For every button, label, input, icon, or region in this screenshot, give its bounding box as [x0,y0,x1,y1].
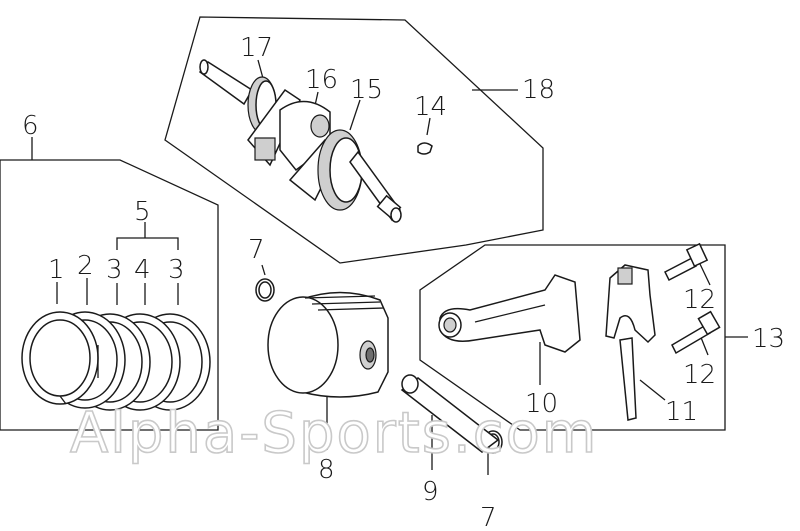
callout-10: 10 [525,389,558,419]
callout-12b: 12 [683,360,716,390]
callout-1: 1 [48,255,65,285]
connecting-rod-cap [605,264,656,421]
callout-8: 8 [318,455,335,485]
callout-15: 15 [350,75,383,105]
piston-ring-group-frame [0,159,219,431]
callout-labels: 1 2 3 4 3 5 6 7 7 8 9 10 11 12 12 13 14 … [22,33,785,531]
callout-14: 14 [414,92,447,122]
callout-18: 18 [522,75,555,105]
callout-7b: 7 [480,503,497,531]
connecting-rod [438,274,581,353]
piston-pin [400,374,500,453]
woodruff-key [417,142,433,155]
callout-13: 13 [752,324,785,354]
callout-3b: 3 [168,255,185,285]
callout-2: 2 [77,251,94,281]
callout-6: 6 [22,111,39,141]
callout-3a: 3 [106,255,123,285]
circlip-upper [255,278,275,302]
connecting-rod-bolt-upper [663,242,709,282]
watermark-text: Alpha-Sports.com [70,401,598,466]
crankshaft-assembly [198,59,402,223]
callout-7a: 7 [248,235,265,265]
callout-16: 16 [305,65,338,95]
callout-12a: 12 [683,285,716,315]
connecting-rod-group-frame [419,244,726,431]
callout-9: 9 [422,477,439,507]
crankshaft-group-frame [164,16,544,264]
callout-5: 5 [134,197,151,227]
callout-4: 4 [134,255,151,285]
connecting-rod-bolt-lower [671,310,721,355]
piston-rings [21,311,211,411]
callout-11: 11 [665,397,698,427]
callout-17: 17 [240,33,273,63]
piston [267,291,389,398]
